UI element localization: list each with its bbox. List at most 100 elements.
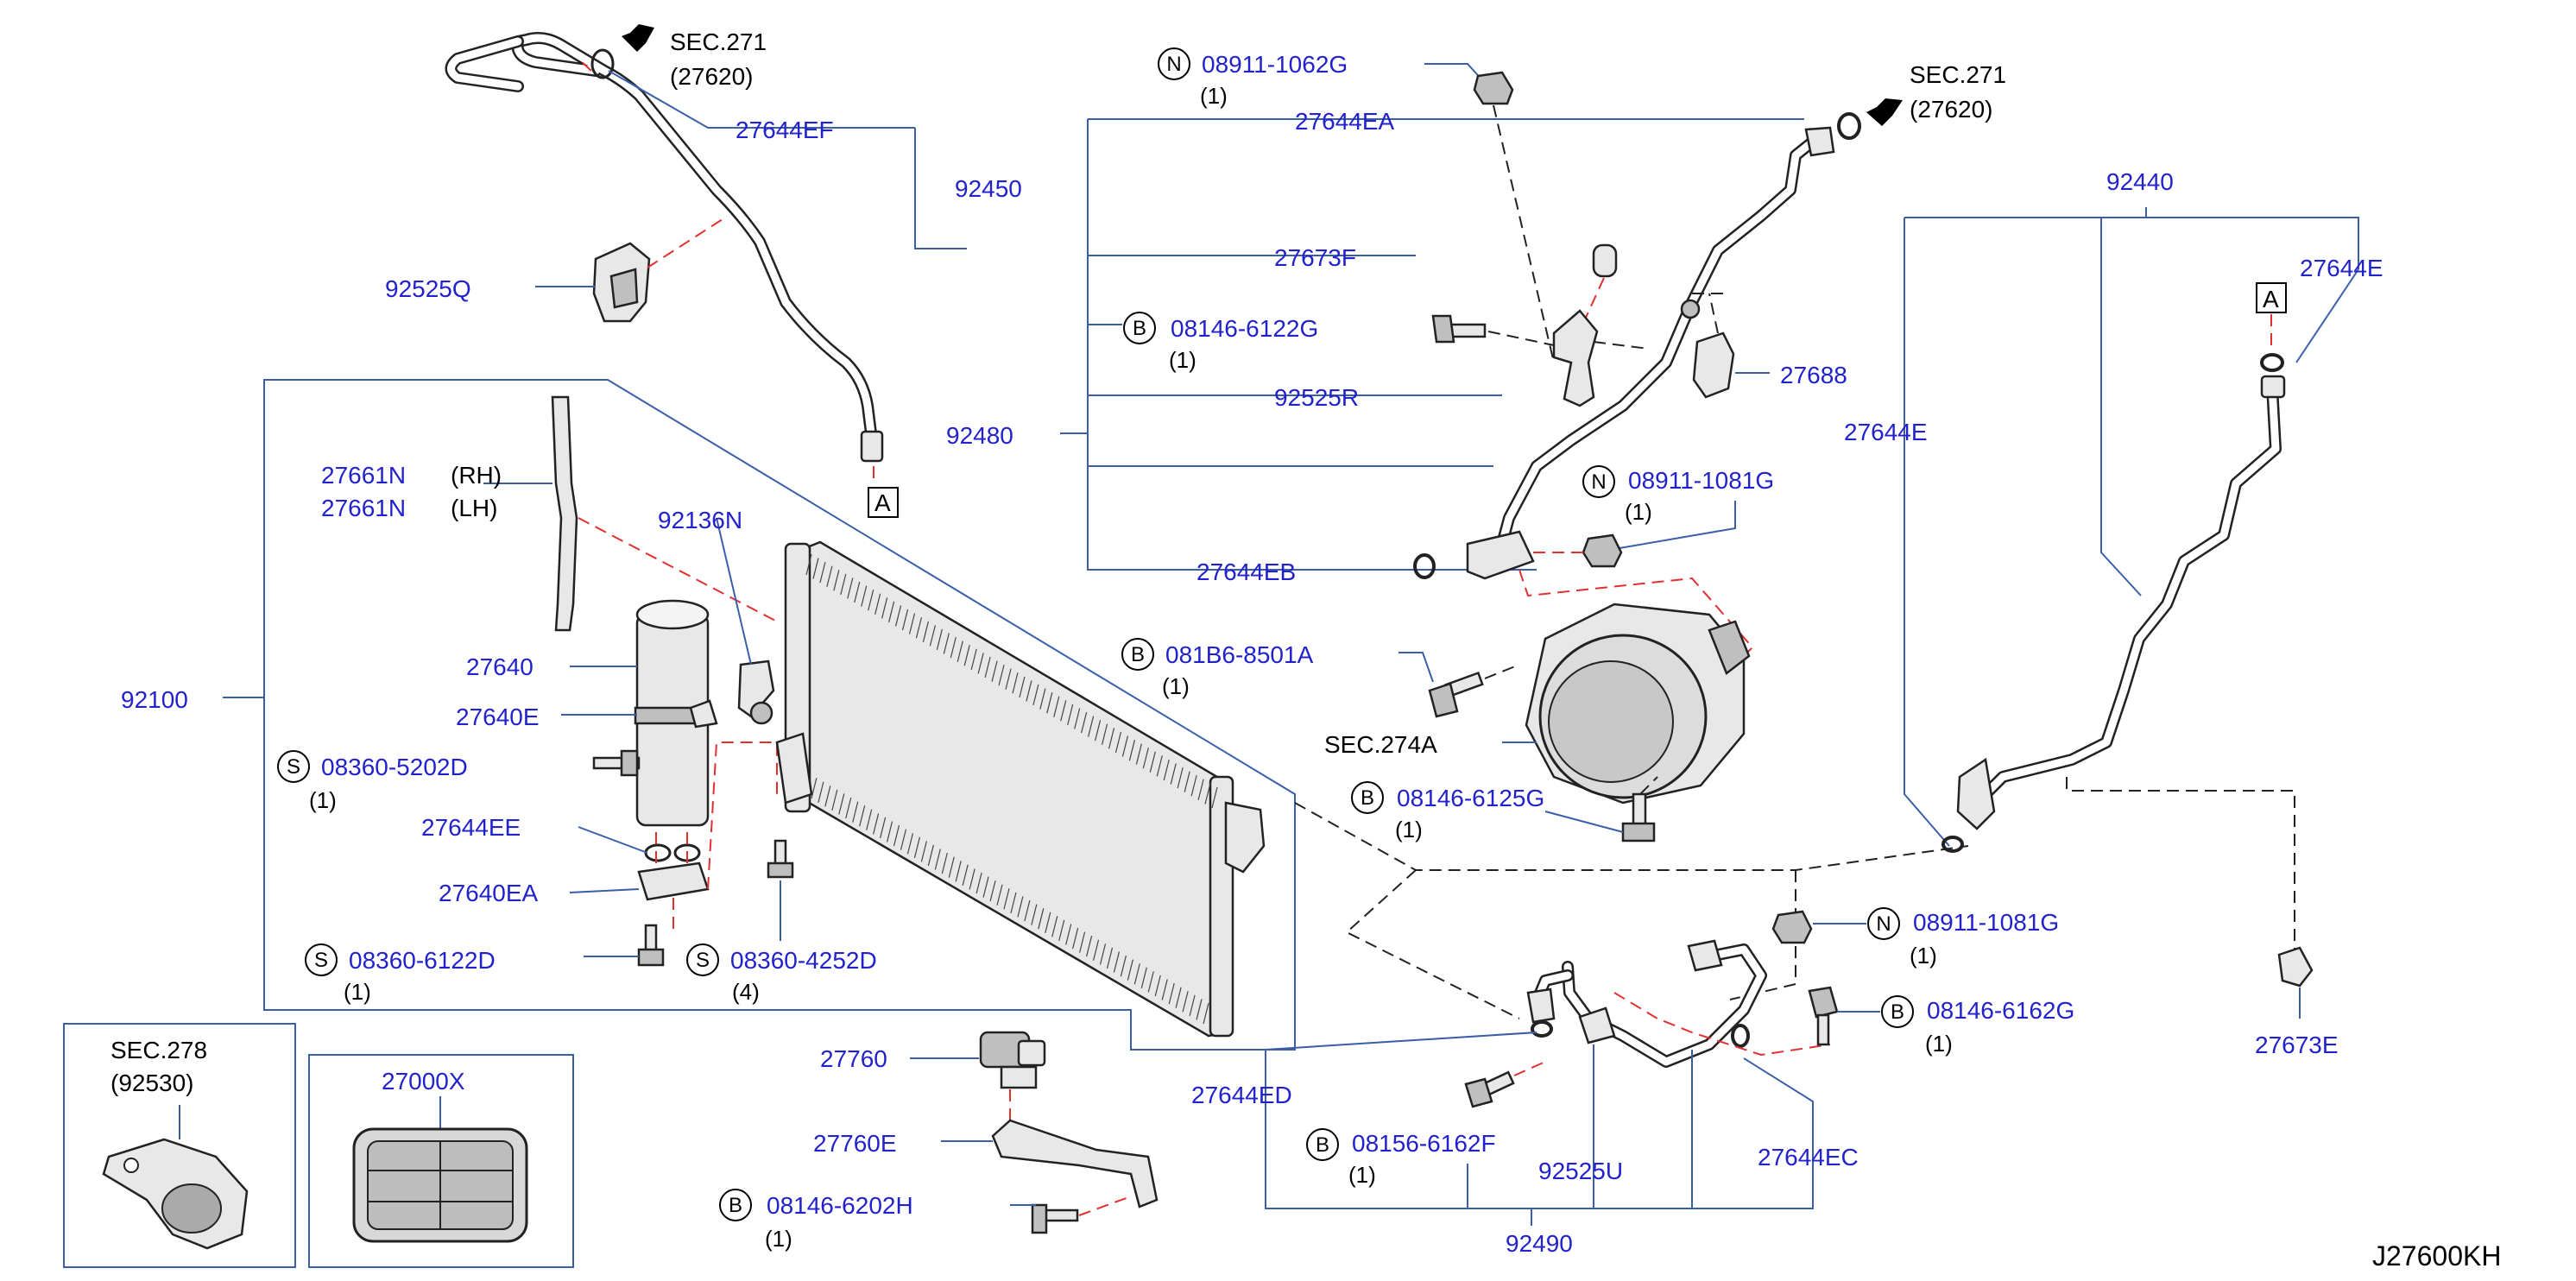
- arrow-icon: [1866, 98, 1903, 126]
- svg-text:B: B: [1133, 317, 1146, 340]
- part-27644EF: 27644EF: [736, 117, 834, 143]
- part-27644E-a: 27644E: [2300, 255, 2383, 281]
- sec-ref-271-a: SEC.271: [670, 28, 767, 55]
- part-08360-4252D: 08360-4252D: [730, 947, 877, 974]
- part-92100: 92100: [121, 686, 188, 713]
- marker-a-box: [2256, 282, 2287, 313]
- bracket-27661N: [551, 395, 578, 632]
- svg-text:S: S: [696, 949, 710, 972]
- svg-text:B: B: [1131, 643, 1145, 666]
- part-27673E: 27673E: [2255, 1032, 2339, 1058]
- nut-08911-1062G: [1473, 71, 1514, 105]
- clamp-92525Q: [592, 242, 651, 323]
- part-08156-6162F: 08156-6162F: [1352, 1130, 1496, 1157]
- part-27640: 27640: [466, 653, 534, 680]
- circle-n-icon: [1582, 465, 1615, 498]
- box-sec278: [63, 1023, 296, 1268]
- o-ring-icon: [1531, 1020, 1553, 1038]
- bolt-08360-4252D: [767, 839, 794, 879]
- part-08146-6122G: 08146-6122G: [1171, 315, 1318, 342]
- nut-08911-1081G-a: [1582, 533, 1623, 568]
- part-27640EA: 27640EA: [439, 880, 539, 906]
- o-ring-icon: [590, 48, 615, 79]
- insulator-92530: [102, 1138, 249, 1250]
- sec-ref-278-sub: (92530): [110, 1070, 194, 1096]
- svg-text:B: B: [1361, 786, 1374, 810]
- part-92525U: 92525U: [1538, 1158, 1623, 1184]
- sec-ref-278: SEC.278: [110, 1037, 207, 1063]
- compressor-sec274a: [1525, 603, 1751, 805]
- bolt-08146-6202H: [1031, 1203, 1079, 1234]
- part-92450: 92450: [955, 175, 1022, 202]
- bracket-27688: [1692, 331, 1735, 399]
- circle-b-icon: [1306, 1128, 1339, 1161]
- part-27640E: 27640E: [456, 704, 540, 730]
- bolt-08156-6162F: [1464, 1070, 1515, 1108]
- part-27661N-lh: 27661N: [321, 495, 406, 521]
- part-92440: 92440: [2106, 168, 2174, 195]
- sec-ref-271-b: SEC.271: [1910, 61, 2006, 88]
- marker-a-1: A: [874, 489, 891, 516]
- part-08911-1081G-b: 08911-1081G: [1913, 909, 2059, 936]
- part-08911-1081G-a: 08911-1081G: [1628, 467, 1774, 494]
- part-27000X: 27000X: [382, 1068, 465, 1095]
- sensor-27760: [979, 1031, 1046, 1089]
- circle-b-icon: [1123, 312, 1156, 344]
- diagram-code: J27600KH: [2372, 1240, 2501, 1272]
- o-ring-icon: [1941, 836, 1964, 853]
- part-27644EC: 27644EC: [1758, 1144, 1859, 1171]
- svg-text:S: S: [287, 755, 300, 779]
- svg-text:B: B: [1316, 1133, 1329, 1157]
- qty-08146-6122G: (1): [1169, 347, 1196, 373]
- part-081B6-8501A: 081B6-8501A: [1165, 641, 1314, 668]
- condenser-92100: [775, 540, 1266, 1038]
- circle-b-icon: [719, 1189, 752, 1221]
- pipe-92480: [1466, 126, 1835, 580]
- qty-08146-6125G: (1): [1395, 817, 1423, 842]
- part-27760E: 27760E: [813, 1130, 897, 1157]
- qty-08146-6202H: (1): [765, 1226, 792, 1252]
- fitting-92136N: [737, 659, 775, 725]
- part-08146-6202H: 08146-6202H: [767, 1192, 913, 1219]
- label-lh: (LH): [451, 495, 497, 521]
- svg-text:N: N: [1166, 53, 1181, 76]
- svg-text:S: S: [314, 949, 328, 972]
- qty-08911-1062G: (1): [1200, 83, 1228, 109]
- circle-s-icon: [305, 943, 338, 976]
- part-08360-5202D: 08360-5202D: [321, 754, 468, 780]
- bolt-08146-6122G: [1431, 314, 1487, 344]
- part-92480: 92480: [946, 422, 1013, 449]
- svg-text:N: N: [1591, 470, 1606, 494]
- part-27644E-b: 27644E: [1844, 419, 1928, 445]
- bolt-08360-5202D: [592, 749, 641, 777]
- bolt-081B6-8501A: [1428, 671, 1484, 718]
- bolt-08360-6122D: [637, 924, 665, 967]
- part-27760: 27760: [820, 1045, 887, 1072]
- marker-a-box: [868, 487, 899, 518]
- nut-08911-1081G-b: [1771, 910, 1813, 944]
- qty-08156-6162F: (1): [1348, 1162, 1376, 1188]
- o-ring-icon: [2260, 353, 2284, 372]
- svg-text:B: B: [729, 1194, 742, 1217]
- sec-ref-274a: SEC.274A: [1324, 731, 1437, 758]
- circle-n-icon: [1867, 907, 1900, 940]
- qty-08360-5202D: (1): [309, 787, 337, 813]
- marker-a-2: A: [2263, 286, 2279, 312]
- qty-08146-6162G: (1): [1925, 1031, 1953, 1057]
- part-27688: 27688: [1780, 362, 1847, 388]
- pipe-92450: [445, 32, 884, 463]
- bolt-08146-6125G: [1621, 792, 1656, 842]
- bracket-92525R: [1552, 309, 1599, 407]
- part-08146-6162G: 08146-6162G: [1927, 997, 2074, 1024]
- pipe-92440: [1956, 375, 2286, 830]
- pipe-92490: [1526, 939, 1767, 1068]
- arrow-icon: [622, 24, 654, 52]
- qty-08360-4252D: (4): [732, 979, 760, 1005]
- circle-b-icon: [1121, 638, 1154, 671]
- circle-b-icon: [1351, 781, 1384, 814]
- part-27644EA: 27644EA: [1295, 108, 1395, 135]
- circle-b-icon: [1881, 995, 1914, 1028]
- bolt-08146-6162G: [1808, 986, 1839, 1046]
- sec-ref-271-b-sub: (27620): [1910, 96, 1993, 123]
